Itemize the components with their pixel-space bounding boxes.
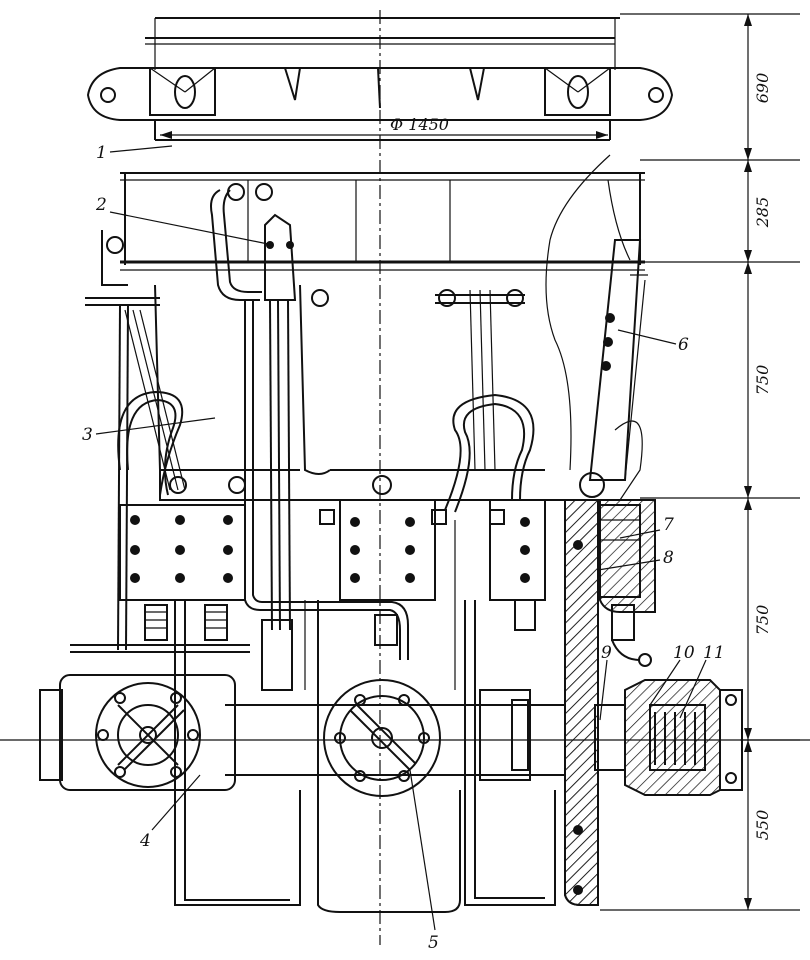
callout-9: 9 bbox=[601, 643, 612, 663]
hopper-body bbox=[120, 154, 645, 501]
upper-piping bbox=[85, 183, 525, 660]
valve-blocks bbox=[119, 475, 546, 601]
dim-690: 690 bbox=[753, 73, 772, 104]
dim-550: 550 bbox=[753, 810, 772, 841]
callout-2: 2 bbox=[95, 195, 107, 215]
callout-5: 5 bbox=[428, 933, 439, 953]
dim-285: 285 bbox=[753, 197, 772, 229]
flange-center bbox=[323, 679, 441, 797]
hose-loops bbox=[117, 390, 643, 513]
flange-left bbox=[95, 682, 201, 788]
callouts: 1 2 3 4 5 6 7 8 9 10 11 bbox=[82, 143, 725, 953]
callout-11: 11 bbox=[703, 643, 725, 663]
callout-6: 6 bbox=[678, 335, 689, 355]
dimension-lines bbox=[160, 10, 800, 945]
support-plate bbox=[564, 499, 656, 906]
dim-750-upper: 750 bbox=[753, 365, 772, 396]
manifold-pipe bbox=[0, 674, 810, 791]
right-lever-arm bbox=[579, 239, 648, 498]
hopper-top-frame bbox=[86, 17, 674, 141]
dimension-labels: 690 285 750 750 550 Φ 1450 bbox=[390, 73, 772, 841]
lower-tanks bbox=[174, 520, 556, 913]
callout-10: 10 bbox=[673, 643, 695, 663]
hose-connector bbox=[594, 679, 743, 796]
diameter-label: Φ 1450 bbox=[390, 115, 449, 134]
callout-3: 3 bbox=[82, 425, 93, 445]
callout-7: 7 bbox=[663, 515, 674, 535]
callout-8: 8 bbox=[663, 548, 674, 568]
dim-750-lower: 750 bbox=[753, 605, 772, 636]
callout-4: 4 bbox=[139, 831, 151, 851]
callout-1: 1 bbox=[96, 143, 107, 163]
couplings bbox=[70, 599, 652, 691]
